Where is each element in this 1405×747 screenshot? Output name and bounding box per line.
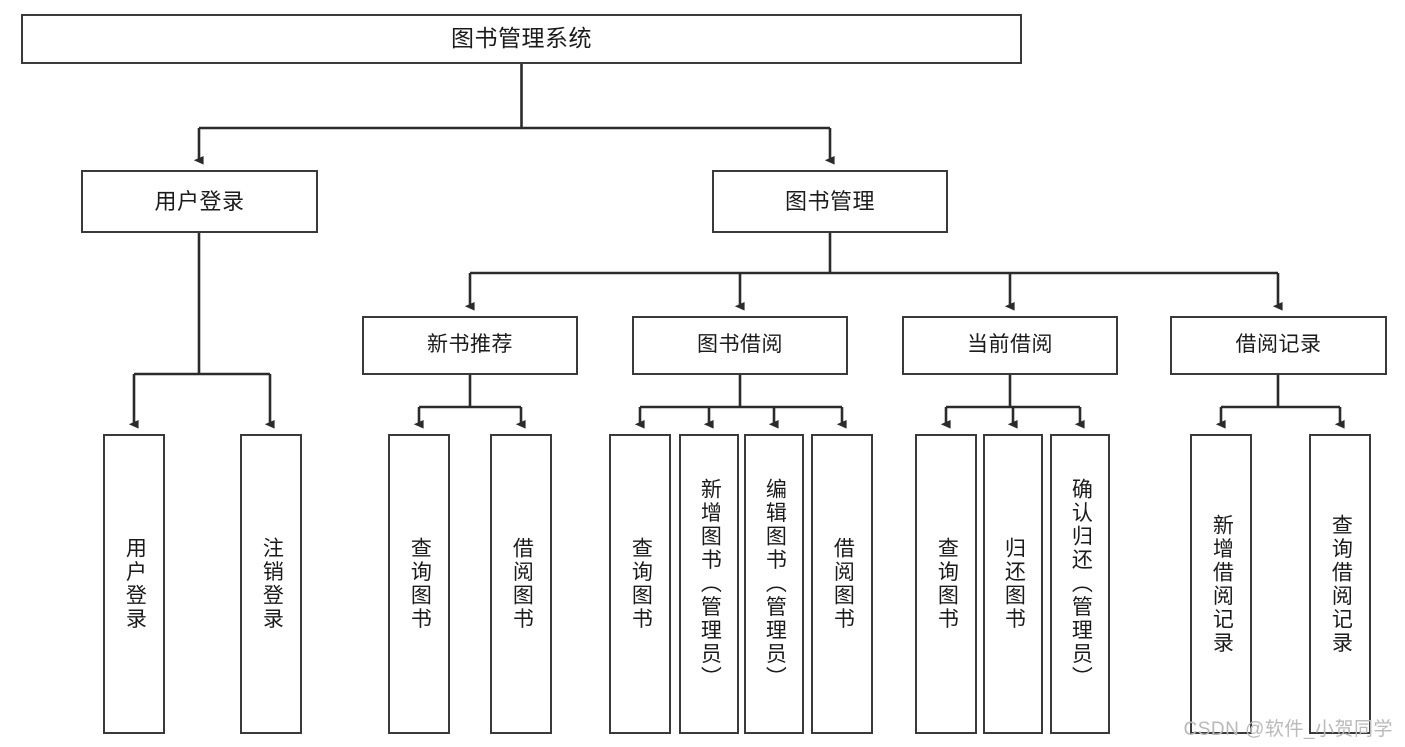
node-label: 注销登录 (260, 537, 284, 631)
node-label: 借阅图书 (831, 537, 855, 631)
leaf-book-borrow-query-book[interactable]: 查询图书 (609, 434, 671, 734)
leaf-borrow-record-query-record[interactable]: 查询借阅记录 (1309, 434, 1371, 734)
node-label: 新增图书（管理员） (698, 478, 722, 690)
node-label: 当前借阅 (967, 333, 1053, 357)
node-label: 借阅记录 (1235, 333, 1322, 357)
node-book-borrow[interactable]: 图书借阅 (632, 316, 848, 375)
node-label: 新书推荐 (427, 333, 513, 357)
node-label: 图书管理系统 (451, 25, 592, 52)
node-current-borrow[interactable]: 当前借阅 (902, 316, 1118, 375)
node-borrow-record[interactable]: 借阅记录 (1170, 316, 1387, 375)
node-label: 用户登录 (154, 188, 245, 214)
leaf-book-borrow-edit-book-admin[interactable]: 编辑图书（管理员） (744, 434, 804, 734)
node-label: 查询图书 (629, 537, 653, 631)
node-root-book-management-system[interactable]: 图书管理系统 (21, 14, 1022, 64)
leaf-borrow-record-add-record[interactable]: 新增借阅记录 (1190, 434, 1252, 734)
leaf-current-borrow-return-book[interactable]: 归还图书 (983, 434, 1043, 734)
node-new-book-recommend[interactable]: 新书推荐 (362, 316, 578, 375)
node-book-management[interactable]: 图书管理 (712, 170, 948, 233)
node-user-login[interactable]: 用户登录 (81, 170, 318, 233)
leaf-book-borrow-add-book-admin[interactable]: 新增图书（管理员） (679, 434, 739, 734)
leaf-user-login-login[interactable]: 用户登录 (103, 434, 165, 734)
node-label: 图书管理 (784, 188, 875, 214)
node-label: 归还图书 (1002, 537, 1026, 631)
leaf-current-borrow-confirm-return-admin[interactable]: 确认归还（管理员） (1050, 434, 1110, 734)
node-label: 编辑图书（管理员） (763, 478, 787, 690)
leaf-book-borrow-borrow-book[interactable]: 借阅图书 (811, 434, 873, 734)
node-label: 查询图书 (408, 537, 432, 631)
leaf-current-borrow-query-book[interactable]: 查询图书 (915, 434, 977, 734)
node-label: 借阅图书 (510, 537, 534, 631)
leaf-new-book-borrow-book[interactable]: 借阅图书 (490, 434, 552, 734)
node-label: 图书借阅 (697, 333, 783, 357)
node-label: 用户登录 (123, 537, 147, 631)
node-label: 新增借阅记录 (1210, 513, 1234, 655)
node-label: 查询借阅记录 (1329, 513, 1353, 655)
leaf-user-login-logout[interactable]: 注销登录 (240, 434, 302, 734)
watermark: CSDN @软件_小贺同学 (1183, 719, 1393, 740)
node-label: 确认归还（管理员） (1069, 478, 1093, 690)
node-label: 查询图书 (935, 537, 959, 631)
leaf-new-book-query-book[interactable]: 查询图书 (388, 434, 450, 734)
